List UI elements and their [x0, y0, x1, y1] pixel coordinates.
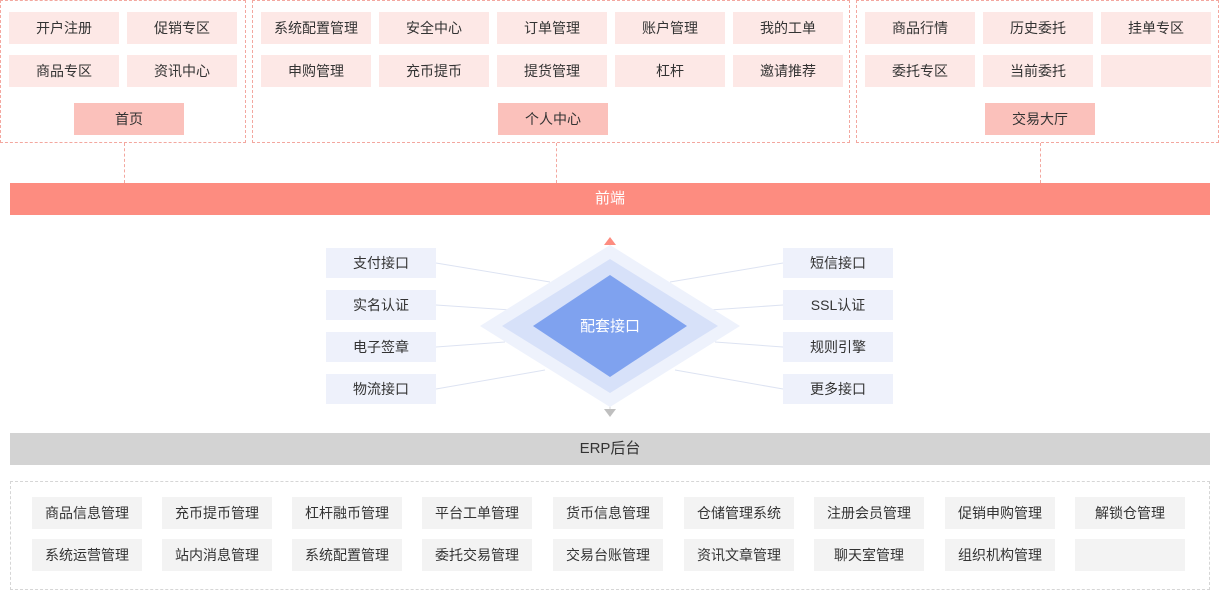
- group-main-personal-center: 个人中心: [498, 103, 608, 135]
- frontend-group-home: 开户注册 促销专区 商品专区 资讯中心 首页: [0, 0, 246, 143]
- erp-module: 杠杆融币管理: [292, 497, 402, 529]
- module-account: 账户管理: [615, 12, 725, 44]
- module-current-orders: 当前委托: [983, 55, 1093, 87]
- erp-module-empty: [1075, 539, 1185, 571]
- erp-module: 组织机构管理: [945, 539, 1055, 571]
- interface-rule-engine: 规则引擎: [783, 332, 893, 362]
- link-line: [435, 341, 506, 348]
- erp-module: 资讯文章管理: [684, 539, 794, 571]
- hub-label: 配套接口: [579, 318, 640, 335]
- erp-module: 聊天室管理: [814, 539, 924, 571]
- link-line: [674, 369, 784, 390]
- erp-module: 委托交易管理: [422, 539, 532, 571]
- interface-esign: 电子签章: [326, 332, 436, 362]
- erp-module-grid: 商品信息管理 充币提币管理 杠杆融币管理 平台工单管理 货币信息管理 仓储管理系…: [10, 481, 1210, 590]
- connector-home: [124, 143, 125, 183]
- up-arrow-icon: [604, 237, 616, 245]
- hub-core-diamond: [533, 275, 687, 377]
- erp-module: 解锁仓管理: [1075, 497, 1185, 529]
- erp-module: 平台工单管理: [422, 497, 532, 529]
- connector-trading-hall: [1040, 143, 1041, 183]
- module-news: 资讯中心: [127, 55, 237, 87]
- module-deposit-withdraw: 充币提币: [379, 55, 489, 87]
- erp-module: 商品信息管理: [32, 497, 142, 529]
- link-line: [435, 304, 511, 311]
- erp-module: 系统配置管理: [292, 539, 402, 571]
- module-empty: [1101, 55, 1211, 87]
- module-subscription: 申购管理: [261, 55, 371, 87]
- module-pickup: 提货管理: [497, 55, 607, 87]
- interface-ssl: SSL认证: [783, 290, 893, 320]
- connector-personal-center: [556, 143, 557, 183]
- module-promotion: 促销专区: [127, 12, 237, 44]
- module-system-config: 系统配置管理: [261, 12, 371, 44]
- erp-module: 促销申购管理: [945, 497, 1055, 529]
- interface-sms: 短信接口: [783, 248, 893, 278]
- interface-more: 更多接口: [783, 374, 893, 404]
- down-arrow-icon: [604, 409, 616, 417]
- interface-logistics: 物流接口: [326, 374, 436, 404]
- module-security-center: 安全中心: [379, 12, 489, 44]
- erp-module: 仓储管理系统: [684, 497, 794, 529]
- frontend-group-personal-center: 系统配置管理 安全中心 订单管理 账户管理 我的工单 申购管理 充币提币 提货管…: [252, 0, 850, 143]
- group-main-trading-hall: 交易大厅: [985, 103, 1095, 135]
- interface-realname: 实名认证: [326, 290, 436, 320]
- module-products: 商品专区: [9, 55, 119, 87]
- module-market: 商品行情: [865, 12, 975, 44]
- erp-module: 注册会员管理: [814, 497, 924, 529]
- link-line: [435, 369, 546, 390]
- frontend-group-trading-hall: 商品行情 历史委托 挂单专区 委托专区 当前委托 交易大厅: [856, 0, 1219, 143]
- module-listing: 挂单专区: [1101, 12, 1211, 44]
- link-line: [714, 341, 784, 348]
- link-line: [709, 304, 784, 311]
- module-entrust: 委托专区: [865, 55, 975, 87]
- interface-hub: 支付接口 实名认证 电子签章 物流接口 短信接口 SSL认证 规则引擎 更多接口…: [0, 215, 1220, 433]
- module-history-orders: 历史委托: [983, 12, 1093, 44]
- module-orders: 订单管理: [497, 12, 607, 44]
- erp-module: 系统运营管理: [32, 539, 142, 571]
- group-main-home: 首页: [74, 103, 184, 135]
- module-my-tickets: 我的工单: [733, 12, 843, 44]
- link-line: [435, 262, 551, 283]
- link-line: [669, 262, 784, 283]
- module-leverage: 杠杆: [615, 55, 725, 87]
- erp-module: 交易台账管理: [553, 539, 663, 571]
- module-invite: 邀请推荐: [733, 55, 843, 87]
- module-open-account: 开户注册: [9, 12, 119, 44]
- erp-module: 充币提币管理: [162, 497, 272, 529]
- erp-module: 货币信息管理: [553, 497, 663, 529]
- erp-module: 站内消息管理: [162, 539, 272, 571]
- erp-band: ERP后台: [10, 433, 1210, 465]
- frontend-band: 前端: [10, 183, 1210, 215]
- hub-graphic: [435, 237, 784, 417]
- interface-payment: 支付接口: [326, 248, 436, 278]
